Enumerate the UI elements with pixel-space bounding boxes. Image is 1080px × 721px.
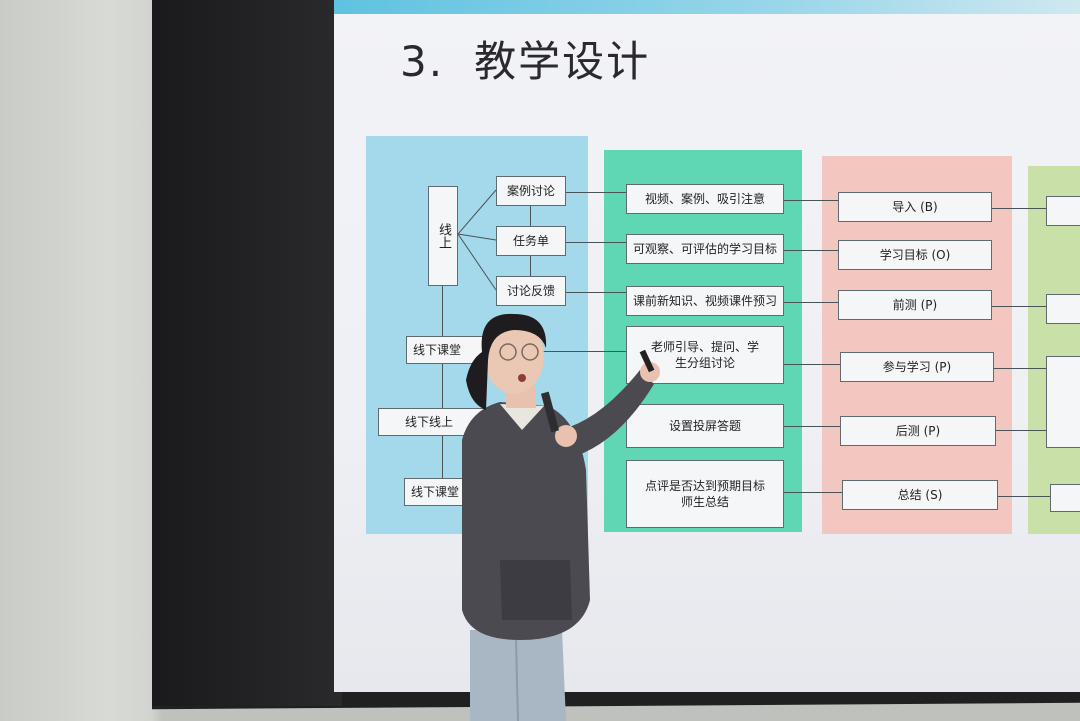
slide-title: 3. 教学设计 [400, 28, 650, 89]
offline-online-box: 线下线上 [378, 408, 488, 436]
connector [998, 496, 1050, 497]
case-discussion-box: 案例讨论 [496, 176, 566, 206]
stage-box: 学习目标 (O) [838, 240, 992, 270]
activity-box: 视频、案例、吸引注意 [626, 184, 784, 214]
activity-box: 可观察、可评估的学习目标 [626, 234, 784, 264]
activity-box: 设置投屏答题 [626, 404, 784, 448]
connector [442, 286, 443, 336]
connector [566, 192, 626, 193]
activity-box: 老师引导、提问、学生分组讨论 [626, 326, 784, 384]
stage-box: 总结 (S) [842, 480, 998, 510]
stage-box: 导入 (B) [838, 192, 992, 222]
slide-heading: 教学设计 [474, 37, 651, 86]
branch-lines [458, 189, 497, 291]
stage-box: 后测 (P) [840, 416, 996, 446]
connector [994, 368, 1046, 369]
connector [784, 302, 838, 303]
extra-box [1046, 196, 1080, 226]
extra-box [1050, 484, 1080, 512]
projection-screen: 3. 教学设计 线上 案例讨论 任务单 讨论反馈 线下课堂 线下线上 线下课堂 视… [334, 0, 1080, 692]
connector [496, 351, 626, 352]
activity-box: 课前新知识、视频课件预习 [626, 286, 784, 316]
connector [784, 200, 838, 201]
connector [530, 256, 531, 276]
online-box: 线上 [428, 186, 458, 286]
extra-box [1046, 356, 1080, 448]
connector [784, 250, 838, 251]
slide-number: 3. [400, 37, 445, 86]
activity-box: 点评是否达到预期目标师生总结 [626, 460, 784, 528]
connector [996, 430, 1046, 431]
connector [566, 242, 626, 243]
connector [530, 206, 531, 226]
connector [784, 426, 840, 427]
connector [442, 364, 443, 408]
stage-box: 参与学习 (P) [840, 352, 994, 382]
connector [992, 306, 1046, 307]
extra-box [1046, 294, 1080, 324]
connector [784, 492, 842, 493]
connector [784, 364, 840, 365]
offline-class-box-2: 线下课堂 [404, 478, 496, 506]
offline-class-box-1: 线下课堂 [406, 336, 496, 364]
connector [442, 436, 443, 478]
stage-box: 前测 (P) [838, 290, 992, 320]
connector [566, 292, 626, 293]
extra-column [1028, 166, 1080, 534]
slide-top-bar [334, 0, 1080, 14]
task-sheet-box: 任务单 [496, 226, 566, 256]
connector [992, 208, 1046, 209]
screen-frame-left-edge [152, 0, 342, 706]
discussion-feedback-box: 讨论反馈 [496, 276, 566, 306]
